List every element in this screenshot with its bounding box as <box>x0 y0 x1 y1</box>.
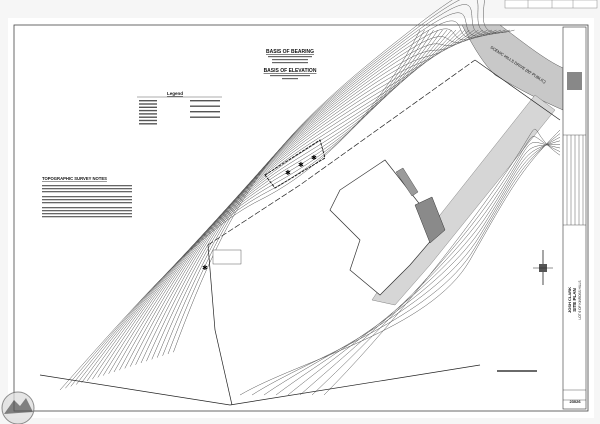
title-block: JOSH CLARK SITE PLAN LOT 6 OF KINROSS HI… <box>562 26 587 410</box>
sheet-title: SITE PLAN <box>572 288 577 312</box>
client-name: JOSH CLARK <box>567 287 572 313</box>
benchmark-note <box>212 249 242 265</box>
tree-icon: ✱ <box>311 154 317 162</box>
legend: Legend <box>137 91 222 125</box>
contour-line <box>140 29 488 364</box>
lot-description: LOT 6 OF KINROSS HILLS <box>578 280 582 319</box>
contour-line <box>239 129 561 396</box>
watermark-logo <box>1 391 35 424</box>
basis-of-bearing-title: BASIS OF BEARING <box>266 49 314 55</box>
sheet-border <box>13 24 589 412</box>
contour-line <box>65 29 425 389</box>
drawing-paper <box>8 18 594 418</box>
contour-line <box>86 29 443 382</box>
svg-text:TOPOGRAPHIC SURVEY NOTES: TOPOGRAPHIC SURVEY NOTES <box>42 176 107 181</box>
tree-icon: ✱ <box>285 169 291 177</box>
contour-line <box>135 29 484 365</box>
header-table <box>504 0 598 9</box>
contour-line <box>151 20 497 360</box>
svg-text:Legend: Legend <box>167 91 183 96</box>
contour-line <box>323 128 561 396</box>
contour-lines <box>59 0 561 396</box>
north-arrow <box>533 250 553 285</box>
contour-line <box>156 12 502 358</box>
contour-line <box>119 29 470 371</box>
contour-line <box>81 29 439 383</box>
tree-icon: ✱ <box>298 161 304 169</box>
road-scenic-hills-drive <box>461 24 564 111</box>
contour-line <box>311 136 561 396</box>
contour-line <box>129 29 479 367</box>
contour-line <box>263 136 561 396</box>
basis-of-elevation-title: BASIS OF ELEVATION <box>264 68 317 74</box>
contour-line <box>108 29 461 374</box>
contour-line <box>275 140 561 396</box>
contour-line <box>102 29 457 376</box>
job-number: 23026 <box>569 399 581 404</box>
contour-line <box>70 29 430 387</box>
contour-line <box>287 144 561 396</box>
surveyor-logo <box>567 72 582 90</box>
garage <box>414 196 446 244</box>
contour-line <box>162 4 506 356</box>
contour-line <box>299 142 561 396</box>
deck <box>395 167 419 197</box>
contour-line <box>146 28 493 362</box>
topographic-survey-notes: TOPOGRAPHIC SURVEY NOTES <box>42 176 132 218</box>
contour-line <box>173 0 515 353</box>
lot-boundary <box>39 59 561 406</box>
contour-line <box>124 29 475 369</box>
contour-line <box>113 29 466 373</box>
contour-line <box>167 0 511 355</box>
contour-line <box>251 133 561 396</box>
tree-icon: ✱ <box>202 264 208 272</box>
